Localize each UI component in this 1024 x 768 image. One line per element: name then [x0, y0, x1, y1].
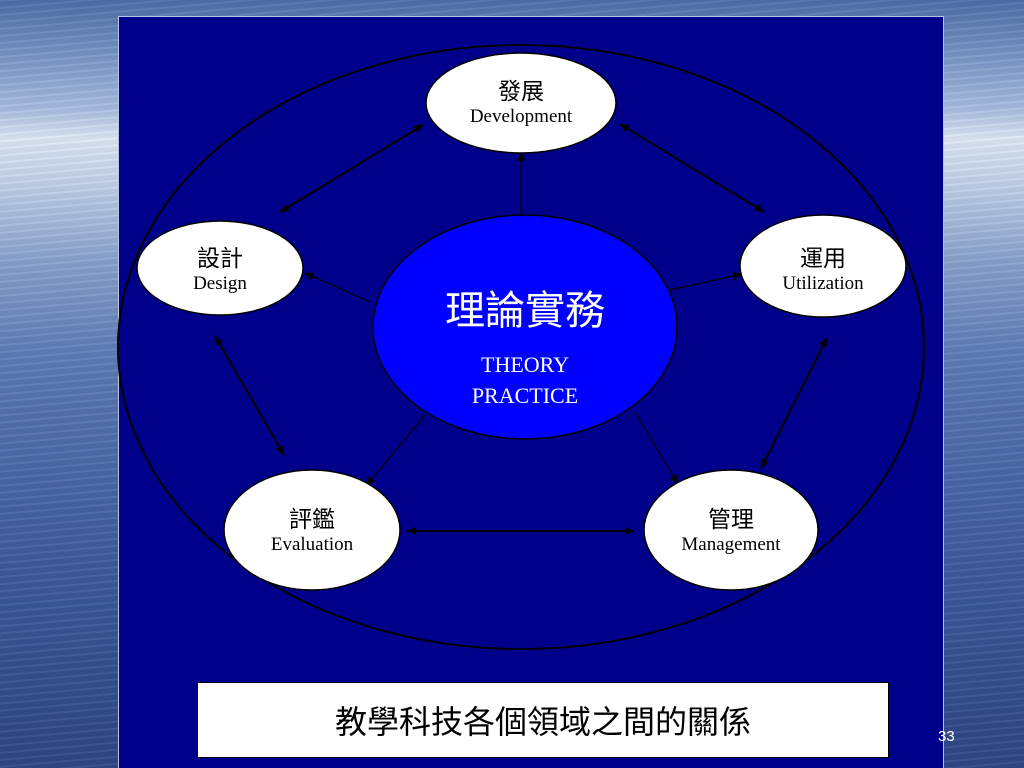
spoke-evaluation	[365, 414, 426, 487]
node-evaluation	[223, 469, 401, 591]
evaluation-label-en: Evaluation	[270, 533, 354, 555]
caption-box: 教學科技各個領域之間的關係	[197, 682, 889, 758]
node-management	[643, 469, 819, 591]
node-development	[425, 52, 617, 154]
design-label: 設計 Design	[193, 245, 247, 295]
design-label-zh: 設計	[196, 245, 243, 271]
page-number: 33	[938, 728, 955, 745]
center-label: 理論實務 THEORY PRACTICE	[445, 278, 605, 412]
spoke-management	[634, 411, 679, 485]
center-title-en-line1: THEORY	[481, 352, 569, 378]
arrow-evaluation-design	[214, 335, 285, 456]
outer-ellipse	[117, 44, 925, 650]
management-label-zh: 管理	[708, 506, 754, 532]
utilization-label: 運用 Utilization	[782, 245, 863, 295]
cycle-arrows	[214, 123, 828, 535]
center-spokes	[304, 151, 743, 487]
node-utilization	[739, 214, 907, 318]
center-node	[372, 214, 678, 440]
arrow-utilization-management	[760, 337, 828, 469]
design-label-en: Design	[193, 272, 247, 294]
utilization-label-en: Utilization	[782, 272, 864, 294]
development-label-en: Development	[469, 105, 573, 127]
center-title-zh: 理論實務	[445, 288, 605, 334]
arrow-design-development	[279, 124, 424, 213]
node-design	[136, 220, 304, 316]
caption-text: 教學科技各個領域之間的關係	[334, 704, 751, 740]
utilization-label-zh: 運用	[799, 245, 846, 271]
center-title-en-line2: PRACTICE	[471, 383, 579, 408]
evaluation-label-zh: 評鑑	[289, 506, 335, 532]
development-label: 發展 Development	[470, 78, 572, 128]
spoke-design	[304, 272, 371, 303]
management-label: 管理 Management	[681, 506, 780, 556]
spoke-utilization	[669, 272, 743, 291]
arrow-development-utilization	[619, 123, 765, 213]
development-label-zh: 發展	[497, 78, 544, 104]
evaluation-label: 評鑑 Evaluation	[271, 506, 353, 556]
management-label-en: Management	[681, 533, 781, 555]
